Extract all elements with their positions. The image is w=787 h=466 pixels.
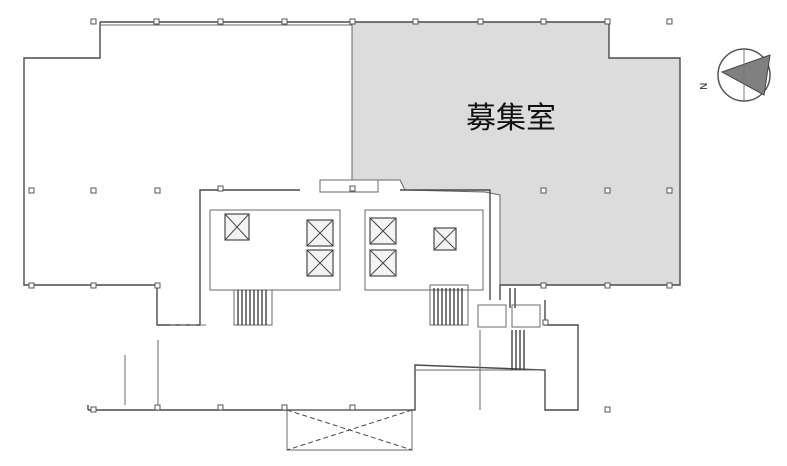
compass-icon: N bbox=[699, 48, 771, 102]
elevator-6-x2 bbox=[433, 227, 457, 251]
columns bbox=[28, 18, 673, 413]
available-room-area[interactable] bbox=[351, 21, 681, 286]
building-outline-west bbox=[23, 22, 300, 326]
elevator-3-x2 bbox=[306, 249, 334, 277]
stair-lobby bbox=[509, 288, 525, 370]
building-outline-core-east bbox=[400, 189, 491, 300]
core-east bbox=[364, 209, 484, 291]
core-west bbox=[209, 209, 341, 291]
elevator-1-x2 bbox=[224, 213, 250, 241]
elevator-2-x2 bbox=[306, 219, 334, 247]
service-room-2 bbox=[511, 304, 541, 328]
service-room-1 bbox=[477, 304, 507, 328]
stair-east bbox=[429, 284, 469, 326]
elevator-5-x2 bbox=[369, 249, 397, 277]
core-protrusion bbox=[319, 179, 379, 193]
elevator-4-x2 bbox=[369, 217, 397, 245]
lobby-outline bbox=[88, 300, 579, 411]
canopy-cross-b bbox=[286, 409, 413, 451]
available-room-label: 募集室 bbox=[466, 101, 556, 136]
stair-west bbox=[233, 289, 273, 326]
compass-north-label: N bbox=[699, 83, 710, 90]
